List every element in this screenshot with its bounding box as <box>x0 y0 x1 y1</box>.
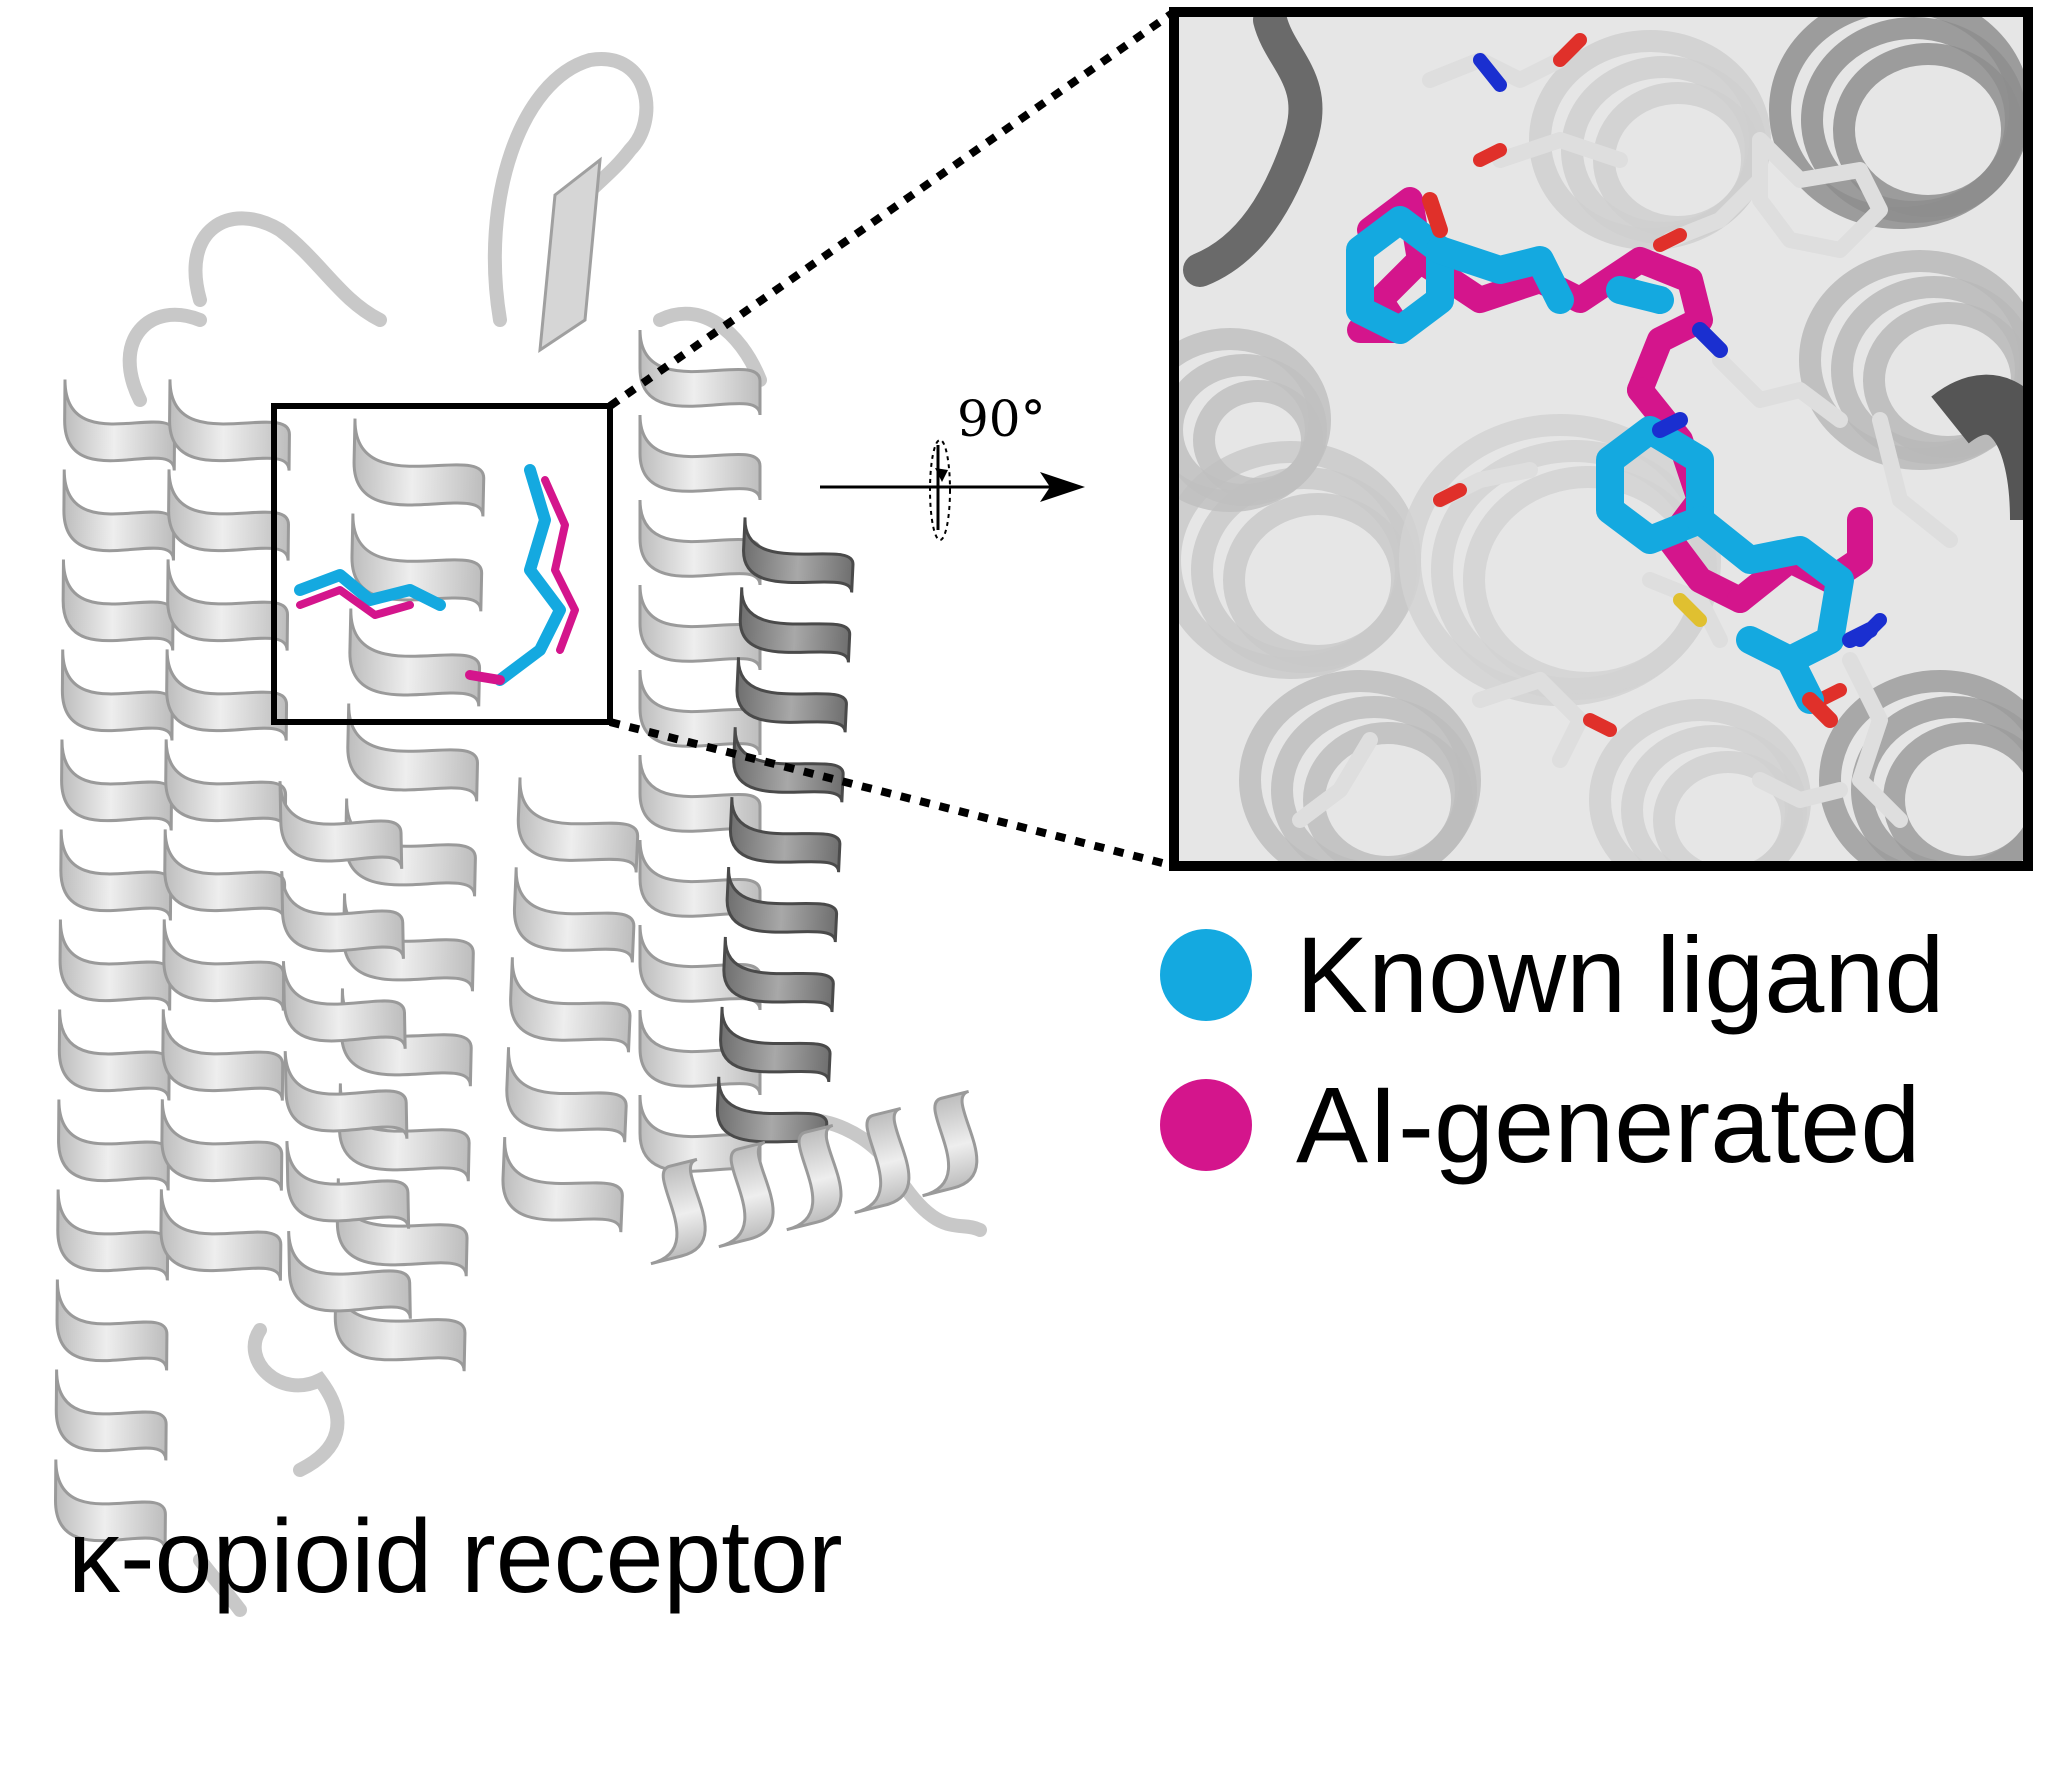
rotation-arrow <box>820 439 1085 541</box>
heteroatoms <box>1433 33 1887 737</box>
rotation-ellipse-icon <box>929 439 951 541</box>
helix-h8 <box>650 1090 979 1266</box>
protein-structure <box>54 52 987 1617</box>
zoom-panel <box>1169 7 2033 871</box>
helix-tm4 <box>278 781 412 1320</box>
zoom-connector-lines <box>607 8 1177 870</box>
legend: Known ligand AI-generated <box>1160 900 1944 1200</box>
zoom-helices <box>1174 12 2028 866</box>
zoom-region-box <box>271 403 613 725</box>
dark-coil <box>1183 12 1323 287</box>
helix-tm2 <box>159 379 291 1281</box>
helix-tm5 <box>501 777 640 1233</box>
ligand-overview <box>294 464 579 686</box>
ligand-known <box>1346 206 1854 714</box>
rotation-label: 90° <box>957 390 1046 448</box>
ligand-heteroatoms <box>1422 192 1878 728</box>
helix-tm7 <box>715 517 855 1153</box>
legend-swatch-known-ligand <box>1160 929 1252 1021</box>
legend-swatch-ai-generated <box>1160 1079 1252 1171</box>
legend-item-ai-generated: AI-generated <box>1160 1050 1944 1200</box>
legend-label-ai-generated: AI-generated <box>1296 1064 1921 1185</box>
beta-strand <box>538 156 602 354</box>
legend-item-known-ligand: Known ligand <box>1160 900 1944 1050</box>
helix-tm3 <box>333 418 486 1372</box>
helix-tm1 <box>54 379 177 1551</box>
figure-caption: κ-opioid receptor <box>68 1499 843 1615</box>
legend-label-known-ligand: Known ligand <box>1296 914 1945 1035</box>
